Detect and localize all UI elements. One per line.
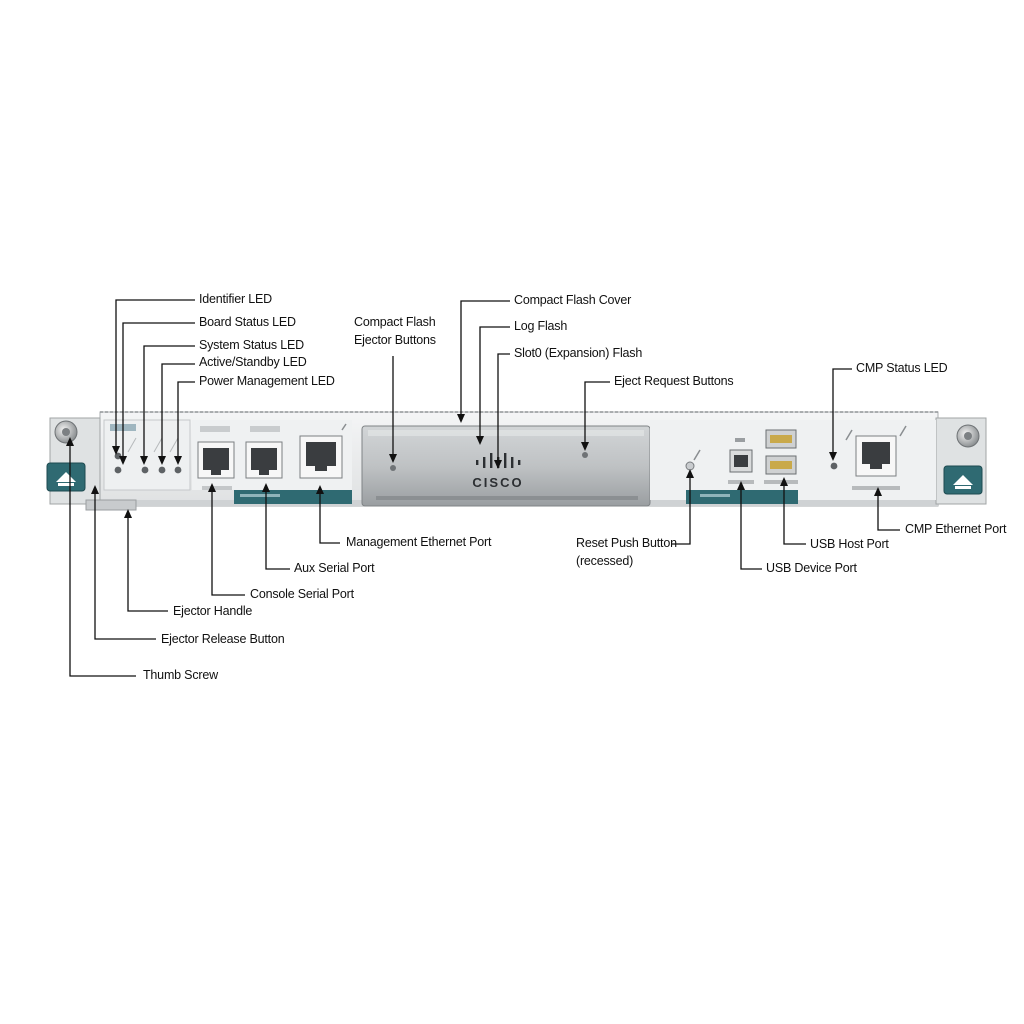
cisco-logo-text: CISCO (472, 475, 523, 490)
label-thumb-screw: Thumb Screw (143, 668, 218, 682)
label-compact-flash-ejector-line2: Ejector Buttons (354, 333, 436, 347)
label-log-flash: Log Flash (514, 319, 568, 333)
label-usb-device-port: USB Device Port (766, 561, 857, 575)
cisco-logo: CISCO (472, 453, 523, 490)
left-ejector-assembly (46, 417, 137, 511)
label-power-management-led: Power Management LED (199, 374, 335, 388)
label-ejector-release-button: Ejector Release Button (161, 632, 285, 646)
left-ports-group (192, 420, 352, 504)
label-aux-serial-port: Aux Serial Port (294, 561, 375, 575)
led-group (103, 419, 191, 491)
system-status-led (141, 466, 149, 474)
label-ejector-handle: Ejector Handle (173, 604, 253, 618)
cmp-status-led (830, 462, 838, 470)
label-cmp-status-led: CMP Status LED (856, 361, 948, 375)
label-console-serial-port: Console Serial Port (250, 587, 354, 601)
label-reset-push-button-line1: Reset Push Button (576, 536, 677, 550)
left-ejector-handle (85, 499, 137, 511)
compact-flash-ejector-button (390, 465, 396, 471)
label-compact-flash-ejector-line1: Compact Flash (354, 315, 436, 329)
reset-push-button (685, 461, 695, 471)
active-standby-led (158, 466, 166, 474)
label-identifier-led: Identifier LED (199, 292, 272, 306)
compact-flash-cover: CISCO (361, 425, 651, 507)
callout-arrowheads (66, 414, 882, 518)
right-ports-group (650, 420, 936, 504)
label-system-status-led: System Status LED (199, 338, 304, 352)
power-management-led (174, 466, 182, 474)
label-reset-push-button-line2: (recessed) (576, 554, 634, 568)
label-compact-flash-cover: Compact Flash Cover (514, 293, 632, 307)
right-ejector-assembly (935, 417, 987, 505)
board-status-led (114, 466, 122, 474)
label-board-status-led: Board Status LED (199, 315, 296, 329)
label-slot0-flash: Slot0 (Expansion) Flash (514, 346, 643, 360)
label-management-ethernet-port: Management Ethernet Port (346, 535, 492, 549)
label-usb-host-port: USB Host Port (810, 537, 889, 551)
label-eject-request-buttons: Eject Request Buttons (614, 374, 734, 388)
label-cmp-ethernet-port: CMP Ethernet Port (905, 522, 1007, 536)
callout-lines (69, 299, 900, 677)
eject-request-button (582, 452, 588, 458)
label-active-standby-led: Active/Standby LED (199, 355, 307, 369)
